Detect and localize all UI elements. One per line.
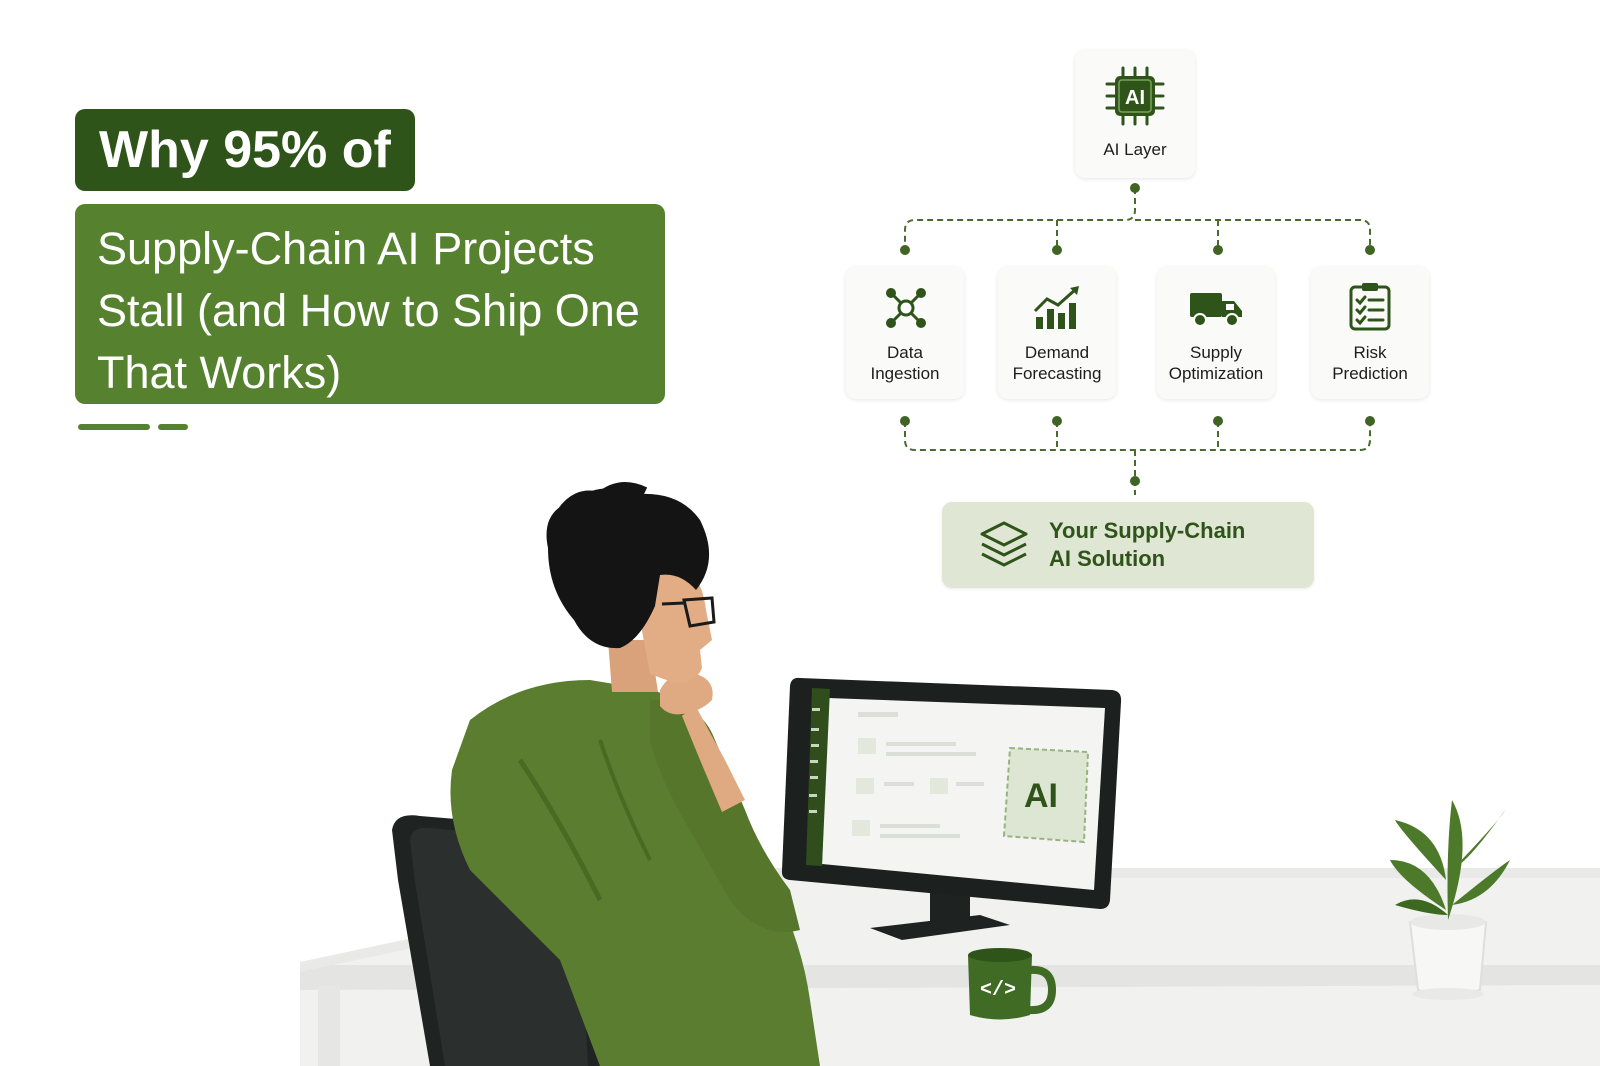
- solution-label: Your Supply-Chain AI Solution: [1049, 518, 1246, 571]
- headline-line-4: That Works): [97, 347, 342, 398]
- headline-line-2: Supply-Chain AI Projects: [97, 223, 595, 274]
- decorative-dash-short: [158, 424, 188, 430]
- capability-label: Risk Prediction: [1332, 343, 1408, 383]
- ai-chip-text: AI: [1125, 87, 1145, 109]
- decorative-dash-long: [78, 424, 150, 430]
- headline-line-3: Stall (and How to Ship One: [97, 285, 640, 336]
- monitor-ai-badge: AI: [1024, 777, 1058, 815]
- clipboard-checklist-icon: [1349, 283, 1391, 331]
- potted-plant: [1390, 800, 1510, 1000]
- ai-chip-icon: AI: [1105, 66, 1165, 126]
- delivery-truck-icon: [1190, 293, 1242, 327]
- capability-label: Data Ingestion: [870, 343, 940, 383]
- mug-code-symbol: </>: [980, 979, 1016, 1002]
- person: [450, 482, 820, 1066]
- ai-layer-node: AI AI Layer: [1075, 50, 1195, 178]
- headline-line-1: Why 95% of: [75, 109, 415, 191]
- ai-layer-label: AI Layer: [1103, 140, 1167, 159]
- capability-label: Supply Optimization: [1168, 343, 1264, 383]
- bar-chart-trend-icon: [1033, 286, 1079, 329]
- capability-label: Demand Forecasting: [1012, 343, 1102, 383]
- capability-data-ingestion: Data Ingestion: [846, 267, 964, 399]
- network-nodes-icon: [886, 288, 926, 328]
- capability-supply-optimization: Supply Optimization: [1157, 267, 1275, 399]
- capability-demand-forecasting: Demand Forecasting: [998, 267, 1116, 399]
- supply-chain-ai-solution-node: Your Supply-Chain AI Solution: [942, 502, 1314, 588]
- capability-risk-prediction: Risk Prediction: [1311, 267, 1429, 399]
- layers-stack-icon: [980, 521, 1028, 567]
- headline-block: Supply-Chain AI Projects Stall (and How …: [75, 204, 665, 404]
- monitor: AI: [781, 677, 1122, 940]
- coffee-mug: </>: [968, 948, 1057, 1020]
